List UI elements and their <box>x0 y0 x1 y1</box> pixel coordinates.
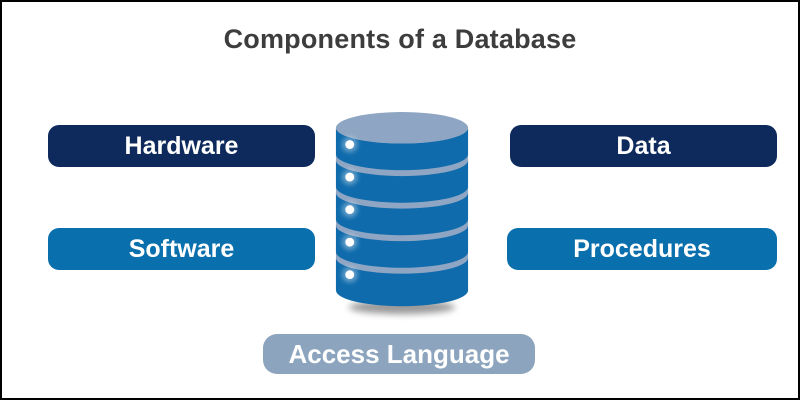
component-label-software: Software <box>128 234 235 263</box>
component-box-data: Data <box>510 125 777 167</box>
component-label-access-language: Access Language <box>288 339 510 369</box>
database-cylinder-icon <box>333 108 471 325</box>
component-label-data: Data <box>616 131 671 160</box>
component-box-procedures: Procedures <box>507 228 777 270</box>
component-box-access-language: Access Language <box>263 334 535 374</box>
component-label-hardware: Hardware <box>124 131 239 160</box>
diagram-title: Components of a Database <box>223 24 577 54</box>
component-box-hardware: Hardware <box>48 125 315 167</box>
component-label-procedures: Procedures <box>573 234 711 263</box>
component-box-software: Software <box>48 228 315 270</box>
